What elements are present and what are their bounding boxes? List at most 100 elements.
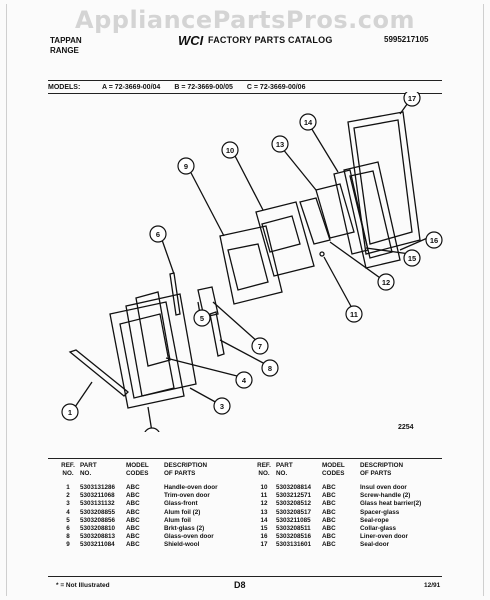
exploded-door-diagram: 1234567891011121314151617	[61, 92, 443, 432]
part-no[interactable]: 5303208512	[276, 500, 312, 508]
part-no[interactable]: 5303208856	[80, 516, 116, 524]
part-description: Handle-oven door	[164, 484, 218, 491]
callout-11: 11	[345, 305, 363, 323]
svg-text:1: 1	[68, 408, 72, 417]
collar-glass-part	[333, 169, 369, 255]
svg-text:5: 5	[200, 314, 204, 323]
callout-2: 2	[144, 427, 160, 432]
model-codes: ABC	[322, 541, 336, 549]
model-codes: ABC	[322, 524, 336, 532]
part-no[interactable]: 5303208810	[80, 524, 116, 532]
part-description: Glass-oven door	[164, 533, 214, 541]
svg-text:10: 10	[226, 146, 234, 155]
model-codes: ABC	[322, 492, 336, 500]
part-description: Screw-handle (2)	[360, 492, 411, 500]
wci-logo: WCI	[178, 33, 204, 47]
part-no[interactable]: 5303131286	[80, 484, 116, 491]
product-type: RANGE	[50, 46, 79, 55]
part-no[interactable]: 5303131132	[80, 500, 115, 508]
header-part: PART	[276, 462, 293, 469]
ref-no: 5	[66, 516, 70, 524]
part-no[interactable]: 5303211085	[276, 516, 311, 524]
ref-no: 12	[260, 500, 268, 508]
part-description: Liner-oven door	[360, 533, 408, 541]
part-no[interactable]: 5303208855	[80, 508, 116, 516]
not-illustrated-note: * = Not Illustrated	[56, 582, 110, 589]
ref-no: 8	[66, 533, 70, 541]
svg-text:17: 17	[408, 94, 416, 103]
ref-no: 14	[260, 516, 268, 524]
part-description: Trim-oven door	[164, 492, 210, 500]
handle-screw	[319, 251, 325, 257]
liner-oven-door-part	[343, 161, 401, 269]
header-model-2: CODES	[322, 469, 345, 477]
callout-12: 12	[377, 273, 395, 291]
part-description: Seal-rope	[360, 516, 389, 524]
models-label: MODELS:	[48, 84, 81, 91]
model-b: B = 72-3669-00/05	[174, 84, 233, 91]
shield-wool-part	[219, 225, 283, 305]
svg-text:7: 7	[258, 342, 262, 351]
model-codes: ABC	[126, 516, 140, 524]
part-no[interactable]: 5303208516	[276, 533, 312, 541]
page-frame	[6, 4, 484, 596]
part-no[interactable]: 5303208511	[276, 524, 311, 532]
callout-16: 16	[425, 231, 443, 249]
header-ref: REF.	[61, 462, 75, 469]
part-no[interactable]: 5303208517	[276, 508, 312, 516]
part-description: Collar-glass	[360, 524, 397, 532]
header-part: PART	[80, 462, 97, 469]
model-codes: ABC	[322, 500, 336, 508]
heat-barrier-glass-part	[299, 197, 331, 245]
header-part-2: NO.	[80, 469, 92, 477]
model-codes: ABC	[126, 492, 140, 500]
figure-number: 2254	[398, 424, 414, 431]
callout-9: 9	[177, 157, 195, 175]
part-description: Shield-wool	[164, 541, 200, 549]
catalog-header: WCI FACTORY PARTS CATALOG	[178, 33, 333, 47]
revision-date: 12/91	[424, 582, 441, 589]
part-no[interactable]: 5303131601	[276, 541, 312, 549]
part-no[interactable]: 5303211084	[80, 541, 115, 549]
part-description: Insul oven door	[360, 484, 407, 491]
ref-no: 16	[260, 533, 268, 541]
part-no[interactable]: 5303212571	[276, 492, 312, 500]
model-codes: ABC	[126, 508, 140, 516]
footer-rule	[48, 576, 442, 577]
ref-no: 6	[66, 524, 70, 532]
header-model: MODEL	[126, 462, 149, 469]
header-desc: DESCRIPTION	[360, 462, 404, 469]
glass-bracket-part	[169, 272, 181, 316]
callout-10: 10	[221, 141, 239, 159]
svg-text:11: 11	[350, 310, 358, 319]
door-handle-part	[68, 349, 129, 397]
header-desc: DESCRIPTION	[164, 462, 208, 469]
catalog-title: FACTORY PARTS CATALOG	[208, 35, 333, 45]
header-ref-2: NO.	[62, 469, 74, 477]
glass-front-part	[125, 293, 197, 397]
model-c: C = 72-3669-00/06	[246, 84, 306, 91]
header-desc-2: OF PARTS	[360, 469, 392, 477]
part-no[interactable]: 5303211068	[80, 492, 115, 500]
part-no[interactable]: 5303208814	[276, 484, 312, 491]
callout-4: 4	[235, 371, 253, 389]
ref-no: 17	[260, 541, 268, 549]
part-no[interactable]: 5303208813	[80, 533, 116, 541]
callout-14: 14	[299, 113, 317, 131]
callout-13: 13	[271, 135, 289, 153]
ref-no: 1	[66, 484, 70, 491]
